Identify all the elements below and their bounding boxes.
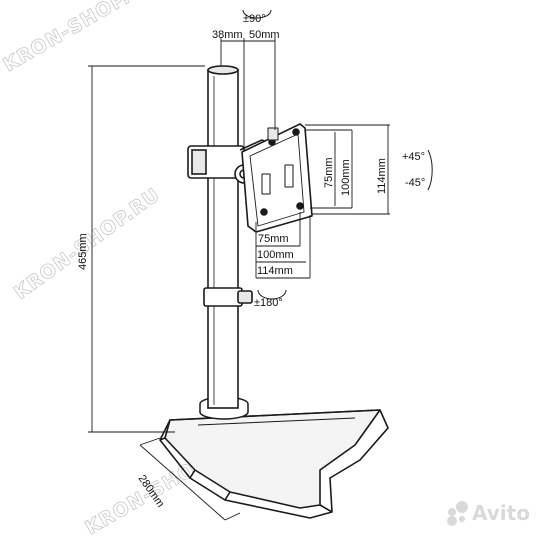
logo-dot-2 [456,501,468,513]
watermark-top: KRON-SHOP.RU [0,0,162,76]
swivel-arrow [257,289,287,300]
label-tilt-down: -45° [405,177,425,189]
vesa-plate [241,123,313,233]
logo-dot-1 [448,508,456,516]
dimension-lines [88,38,390,521]
label-swivel: ±180° [254,297,283,309]
logo-text: Avito [472,501,530,525]
label-vesa-inner-h: 75mm [258,233,289,245]
stand-pole [207,65,239,409]
logo-dot-4 [447,516,457,526]
rotation-top-arrow [242,9,272,19]
label-vesa-outer-h: 114mm [257,265,293,277]
tilt-arrow [427,149,433,191]
label-rotation-top: ±90° [243,13,266,25]
avito-logo: Avito [447,501,530,526]
label-offset-left: 38mm [212,29,243,41]
label-tilt-up: +45° [402,151,425,163]
label-vesa-outer-v: 114mm [376,158,388,194]
label-vesa-inner-v: 75mm [323,157,335,188]
label-vesa-mid-v: 100mm [340,159,352,196]
rotation-arrows [242,9,433,300]
label-offset-right: 50mm [249,29,280,41]
logo-dot-3 [459,516,465,522]
height-clamp [203,287,253,307]
stand-base [159,409,389,519]
label-height: 465mm [77,233,89,270]
label-vesa-mid-h: 100mm [257,249,294,261]
